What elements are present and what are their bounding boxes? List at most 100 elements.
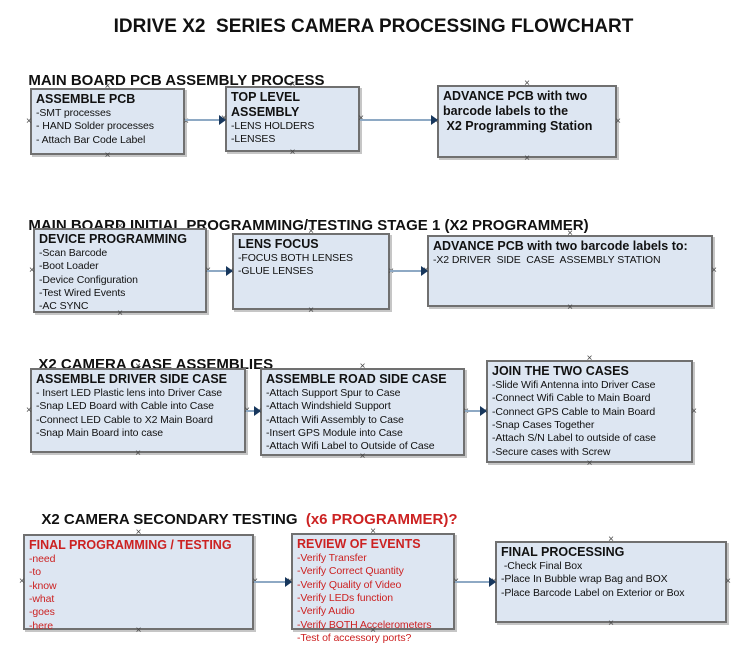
box-title: REVIEW OF EVENTS — [297, 537, 421, 551]
connector-arrow[interactable] — [455, 576, 496, 588]
connector-arrow[interactable] — [207, 265, 233, 277]
process-step: -Attach Wifi Label to Outside of Case — [266, 440, 435, 453]
connector-line — [185, 119, 221, 121]
box-title: ADVANCE PCB with two barcode labels to t… — [443, 89, 593, 133]
process-step: -Connect Wifi Cable to Main Board — [492, 392, 651, 405]
connection-point-icon: × — [104, 81, 111, 92]
process-step: -Place Barcode Label on Exterior or Box — [501, 586, 685, 599]
flow-box-assemble-pcb[interactable]: × × × × ASSEMBLE PCB -SMT processes- HAN… — [26, 82, 189, 161]
connector-arrow[interactable] — [360, 114, 438, 126]
arrowhead-icon — [431, 115, 438, 125]
box-step-list: -Check Final Box-Place In Bubble wrap Ba… — [501, 560, 721, 600]
process-step: -Verify Correct Quantity — [297, 565, 404, 578]
connection-point-icon: × — [26, 404, 32, 416]
connection-point-icon: × — [370, 526, 376, 537]
connector-arrow[interactable] — [246, 405, 261, 417]
flow-box-lens-focus[interactable]: × × × × LENS FOCUS -FOCUS BOTH LENSES-GL… — [228, 227, 394, 316]
connector-line — [254, 581, 287, 583]
flow-box-advance-pcb-driver-side-station[interactable]: × × × × ADVANCE PCB with two barcode lab… — [423, 229, 717, 313]
process-step: -Verify Transfer — [297, 552, 367, 564]
connection-point-icon: × — [359, 451, 366, 462]
box-title: ASSEMBLE PCB — [36, 92, 136, 106]
process-step: - HAND Solder processes — [36, 120, 154, 133]
section-heading-text: MAIN BOARD PCB ASSEMBLY PROCESS — [28, 72, 325, 89]
connection-point-icon: × — [608, 534, 614, 545]
connector-arrow[interactable] — [254, 576, 292, 588]
section-heading-pcb-assembly: MAIN BOARD PCB ASSEMBLY PROCESS — [20, 55, 325, 89]
connection-point-icon: × — [358, 114, 364, 124]
flow-box-device-programming[interactable]: × × × × DEVICE PROGRAMMING -Scan Barcode… — [29, 222, 211, 319]
box-title: DEVICE PROGRAMMING — [39, 232, 187, 246]
connector-line — [207, 270, 228, 272]
connection-point-icon: × — [117, 221, 123, 232]
connection-point-icon: × — [359, 361, 366, 372]
connection-point-icon: × — [19, 576, 25, 587]
box-title: ADVANCE PCB with two barcode labels to: — [433, 239, 688, 253]
process-step: -Attach Windshield Support — [266, 400, 391, 413]
box-title: JOIN THE TWO CASES — [492, 364, 629, 378]
flow-box-assemble-road-side-case[interactable]: × × × × ASSEMBLE ROAD SIDE CASE -Attach … — [256, 362, 469, 462]
connection-point-icon: × — [308, 226, 314, 237]
process-step: -need — [29, 553, 56, 565]
process-step: -Boot Loader — [39, 260, 99, 273]
flow-box-final-programming-testing[interactable]: × × × × FINAL PROGRAMMING / TESTING -nee… — [19, 528, 258, 636]
flow-box-top-level-assembly[interactable]: × × × × TOP LEVEL ASSEMBLY -LENS HOLDERS… — [221, 80, 364, 158]
box-title: FINAL PROGRAMMING / TESTING — [29, 538, 232, 552]
connection-point-icon: × — [183, 115, 189, 127]
flow-box-join-the-two-cases[interactable]: × × × × JOIN THE TWO CASES -Slide Wifi A… — [482, 354, 697, 469]
box-step-list: -Verify Transfer-Verify Correct Quantity… — [297, 552, 449, 645]
box-title: LENS FOCUS — [238, 237, 319, 251]
connection-point-icon: × — [615, 115, 621, 127]
box-step-list: - Insert LED Plastic lens into Driver Ca… — [36, 387, 240, 440]
process-step: -Snap Cases Together — [492, 418, 595, 431]
section-heading-text: X2 CAMERA SECONDARY TESTING — [41, 511, 302, 528]
connection-point-icon: × — [135, 625, 142, 636]
connector-arrow[interactable] — [185, 114, 226, 126]
flow-box-review-of-events[interactable]: × × × × REVIEW OF EVENTS -Verify Transfe… — [287, 527, 459, 644]
process-step: - Attach Bar Code Label — [36, 133, 146, 146]
process-step: -Snap LED Board with Cable into Case — [36, 400, 214, 413]
connection-point-icon: × — [29, 264, 35, 276]
connection-point-icon: × — [117, 308, 123, 319]
connector-line — [360, 119, 433, 121]
connector-line — [246, 410, 256, 412]
box-title: TOP LEVEL ASSEMBLY — [231, 90, 303, 119]
process-step: -Attach Support Spur to Case — [266, 387, 401, 399]
connector-arrow[interactable] — [390, 265, 428, 277]
process-step: -Test of accessory ports? — [297, 631, 412, 644]
process-step: -X2 DRIVER SIDE CASE ASSEMBLY STATION — [433, 254, 661, 266]
connection-point-icon: × — [691, 405, 697, 417]
connection-point-icon: × — [524, 153, 530, 164]
connection-point-icon: × — [308, 305, 314, 316]
connection-point-icon: × — [135, 527, 142, 538]
connector-line — [390, 270, 423, 272]
flow-box-assemble-driver-side-case[interactable]: × × × × ASSEMBLE DRIVER SIDE CASE - Inse… — [26, 362, 250, 459]
connection-point-icon: × — [608, 618, 614, 629]
flow-box-final-processing[interactable]: × × × × FINAL PROCESSING -Check Final Bo… — [491, 535, 731, 629]
connector-arrow[interactable] — [465, 405, 487, 417]
process-step: -Slide Wifi Antenna into Driver Case — [492, 379, 656, 391]
box-title: FINAL PROCESSING — [501, 545, 625, 559]
connection-point-icon: × — [725, 576, 731, 587]
process-step: -LENSES — [231, 133, 276, 146]
process-step: - Insert LED Plastic lens into Driver Ca… — [36, 387, 223, 399]
process-step: -Connect LED Cable to X2 Main Board — [36, 413, 213, 426]
process-step: -Check Final Box — [501, 560, 583, 572]
flow-box-advance-pcb-programming-station[interactable]: × × × × ADVANCE PCB with two barcode lab… — [433, 79, 621, 164]
process-step: -Attach S/N Label to outside of case — [492, 432, 656, 445]
box-title: ASSEMBLE ROAD SIDE CASE — [266, 372, 447, 386]
connection-point-icon: × — [26, 115, 32, 127]
box-step-list: -X2 DRIVER SIDE CASE ASSEMBLY STATION — [433, 254, 707, 267]
arrowhead-icon — [421, 266, 428, 276]
box-step-list: -Attach Support Spur to Case-Attach Wind… — [266, 387, 459, 454]
arrowhead-icon — [226, 266, 233, 276]
section-heading-secondary-testing: X2 CAMERA SECONDARY TESTING (x6 PROGRAMM… — [33, 494, 457, 528]
connection-point-icon: × — [289, 147, 296, 158]
arrowhead-icon — [219, 115, 226, 125]
box-step-list: -Scan Barcode-Boot Loader-Device Configu… — [39, 247, 201, 314]
box-title: ASSEMBLE DRIVER SIDE CASE — [36, 372, 228, 386]
process-step: -Device Configuration — [39, 273, 138, 286]
box-step-list: -FOCUS BOTH LENSES-GLUE LENSES — [238, 252, 384, 279]
process-step: -Connect GPS Cable to Main Board — [492, 405, 656, 418]
process-step: -SMT processes — [36, 107, 111, 119]
